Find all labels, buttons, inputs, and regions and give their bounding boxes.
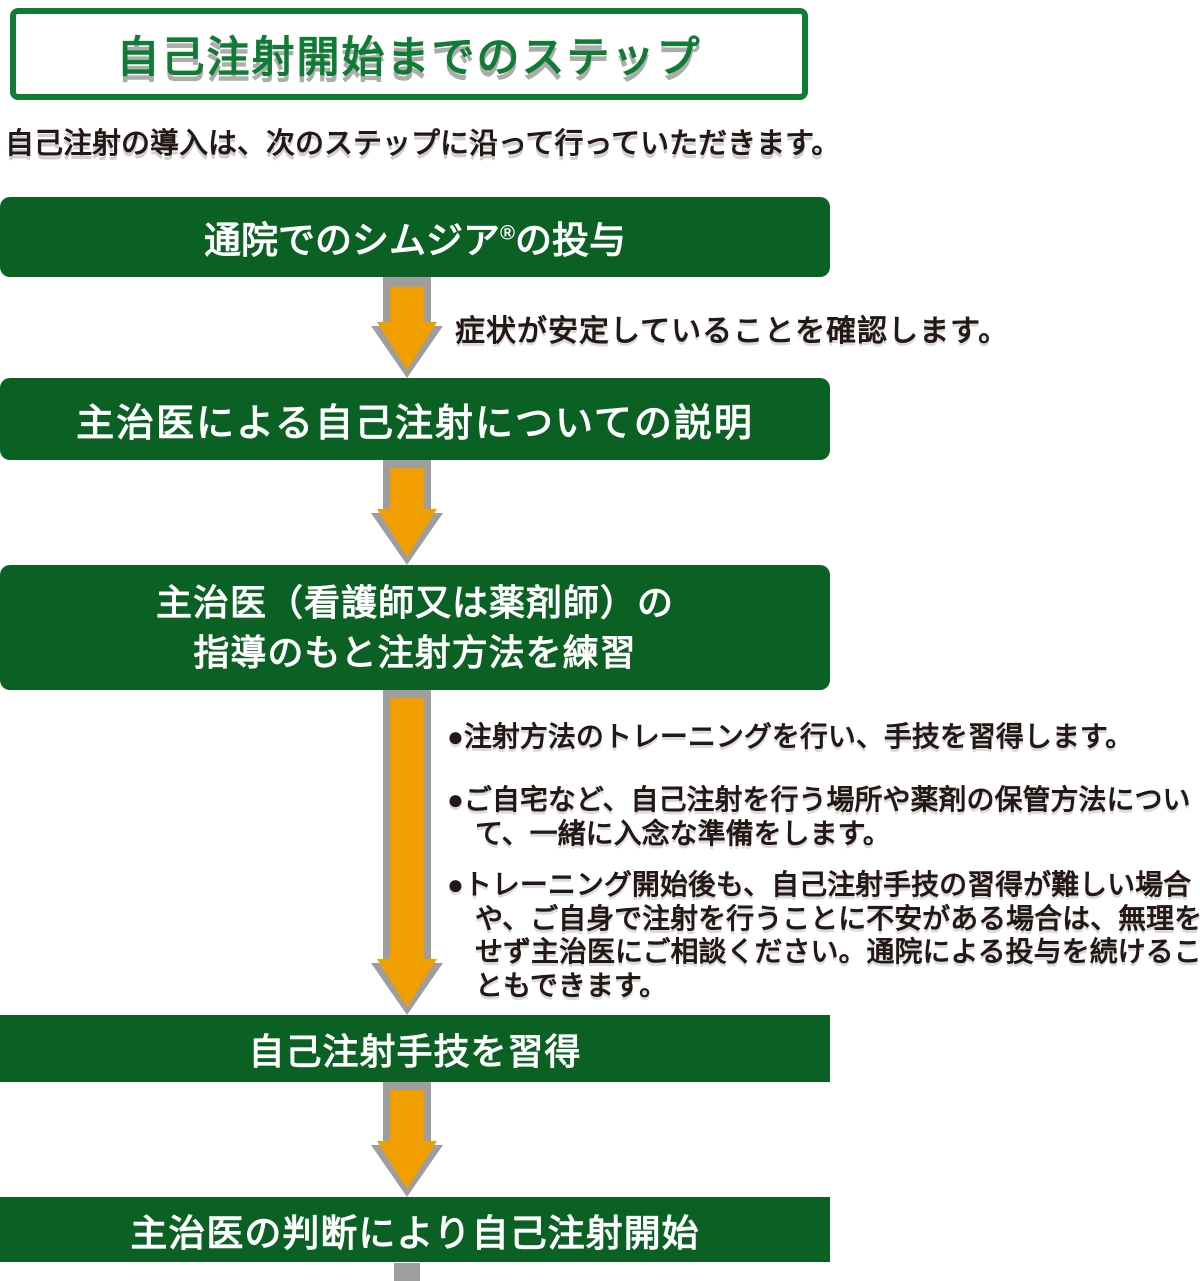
registered-trademark-symbol: ® bbox=[500, 222, 515, 245]
arrow-shadow-stub bbox=[394, 1263, 420, 1281]
down-arrow-icon bbox=[371, 1082, 443, 1197]
subtitle: 自己注射の導入は、次のステップに沿って行っていただきます。 bbox=[5, 128, 841, 160]
practice-note: ●注射方法のトレーニングを行い、手技を習得します。 bbox=[447, 721, 1134, 752]
practice-note: ●ご自宅など、自己注射を行う場所や薬剤の保管方法について、一緒に入念な準備をしま… bbox=[447, 784, 1191, 849]
step-label: 通院でのシムジア®の投与 bbox=[204, 220, 626, 261]
note-after-step1: 症状が安定していることを確認します。 bbox=[455, 315, 1010, 348]
page-title: 自己注射開始までのステップ bbox=[116, 34, 702, 82]
step-label: 主治医による自己注射についての説明 bbox=[76, 402, 754, 445]
step-label: 自己注射手技を習得 bbox=[248, 1030, 582, 1072]
step-box-technique-acquired: 自己注射手技を習得 bbox=[0, 1015, 830, 1082]
step-box-start-self-injection: 主治医の判断により自己注射開始 bbox=[0, 1197, 830, 1262]
step-box-clinic-dosing: 通院でのシムジア®の投与 bbox=[0, 197, 830, 277]
down-arrow-icon bbox=[371, 277, 443, 378]
step-box-injection-practice: 主治医（看護師又は薬剤師）の 指導のもと注射方法を練習 bbox=[0, 565, 830, 690]
step-box-doctor-explanation: 主治医による自己注射についての説明 bbox=[0, 378, 830, 460]
title-box: 自己注射開始までのステップ bbox=[10, 8, 808, 100]
step-label-line1: 主治医（看護師又は薬剤師）の bbox=[155, 581, 674, 623]
step-label-line2: 指導のもと注射方法を練習 bbox=[193, 631, 637, 673]
practice-note: ●トレーニング開始後も、自己注射手技の習得が難しい場合や、ご自身で注射を行うこと… bbox=[447, 869, 1200, 1001]
step-label: 主治医の判断により自己注射開始 bbox=[130, 1212, 700, 1254]
down-arrow-icon bbox=[371, 690, 443, 1015]
down-arrow-icon bbox=[371, 460, 443, 565]
